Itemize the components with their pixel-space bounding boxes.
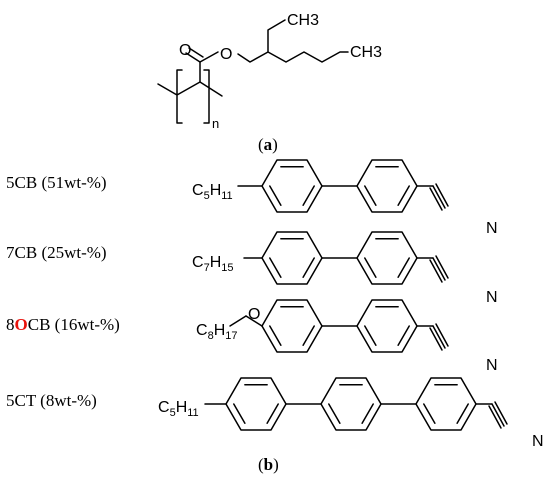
nitrile-triple-bond	[429, 259, 443, 283]
benzene-ring	[415, 377, 477, 431]
aromatic-double-bond	[361, 403, 374, 425]
polymer-bond	[157, 69, 223, 124]
ether-oxygen-highlight: O	[15, 315, 28, 334]
benzene-ring	[356, 231, 418, 285]
molecule-5ct	[204, 377, 508, 431]
nitrile-triple-bond	[432, 257, 446, 281]
benzene-ring	[356, 159, 418, 213]
benzene-ring	[356, 299, 418, 353]
nitrile-nitrogen-5cb: N	[486, 220, 498, 237]
carbonyl-double-bond	[185, 47, 204, 63]
nitrile-triple-bond	[435, 183, 449, 207]
nitrile-triple-bond	[429, 187, 443, 211]
nitrile-triple-bond	[435, 323, 449, 347]
ester-bond	[199, 51, 219, 63]
nitrile-triple-bond	[491, 403, 505, 427]
nitrile-nitrogen-5ct: N	[532, 433, 544, 450]
nitrile-triple-bond	[488, 405, 502, 429]
molecule-8ocb	[229, 299, 449, 353]
alkoxy-substituent-8ocb: C8H17	[196, 322, 238, 342]
benzene-ring	[261, 159, 323, 213]
aromatic-double-bond	[364, 185, 377, 207]
butyl-methyl-group: CH3	[350, 44, 382, 61]
aromatic-double-bond	[266, 403, 279, 425]
molecule-7cb	[243, 231, 449, 285]
alkyl-substituent-5ct: C5H11	[158, 399, 199, 419]
component-name-8ocb: 8OCB (16wt-%)	[6, 315, 120, 334]
nitrile-triple-bond	[435, 255, 449, 279]
aromatic-double-bond	[328, 403, 341, 425]
aromatic-double-bond	[456, 403, 469, 425]
aromatic-double-bond	[302, 185, 315, 207]
benzene-ring	[320, 377, 382, 431]
polymer-structure: O O CH3 CH3 n	[157, 12, 382, 131]
benzene-ring	[261, 299, 323, 353]
aromatic-double-bond	[302, 257, 315, 279]
alkyl-substituent-7cb: C7H15	[192, 254, 234, 274]
carbonyl-oxygen: O	[179, 42, 191, 59]
nitrile-triple-bond	[432, 185, 446, 209]
component-name-5ct: 5CT (8wt-%)	[6, 391, 97, 410]
aromatic-double-bond	[302, 325, 315, 347]
alkyl-substituent-5cb: C5H11	[192, 182, 233, 202]
benzene-ring	[261, 231, 323, 285]
aromatic-double-bond	[364, 325, 377, 347]
ester-oxygen: O	[220, 46, 232, 63]
repeat-index: n	[212, 116, 219, 131]
panel-label-b: (b)	[258, 455, 279, 474]
nitrile-nitrogen-7cb: N	[486, 289, 498, 306]
component-name-5cb: 5CB (51wt-%)	[6, 173, 107, 192]
aromatic-double-bond	[269, 185, 282, 207]
panel-label-a: (a)	[258, 135, 278, 154]
aromatic-double-bond	[397, 325, 410, 347]
molecule-5cb	[237, 159, 449, 213]
nitrile-triple-bond	[432, 325, 446, 349]
aromatic-double-bond	[269, 325, 282, 347]
aromatic-double-bond	[397, 185, 410, 207]
nitrile-triple-bond	[494, 401, 508, 425]
component-name-7cb: 7CB (25wt-%)	[6, 243, 107, 262]
benzene-ring	[225, 377, 287, 431]
aromatic-double-bond	[364, 257, 377, 279]
aromatic-double-bond	[423, 403, 436, 425]
nitrile-triple-bond	[429, 327, 443, 351]
aromatic-double-bond	[397, 257, 410, 279]
nitrile-nitrogen-8ocb: N	[486, 357, 498, 374]
ethyl-methyl-group: CH3	[287, 12, 319, 29]
ether-bond	[245, 315, 263, 327]
side-chain-bond	[237, 19, 349, 63]
aromatic-double-bond	[233, 403, 246, 425]
ether-bond	[229, 315, 247, 327]
aromatic-double-bond	[269, 257, 282, 279]
